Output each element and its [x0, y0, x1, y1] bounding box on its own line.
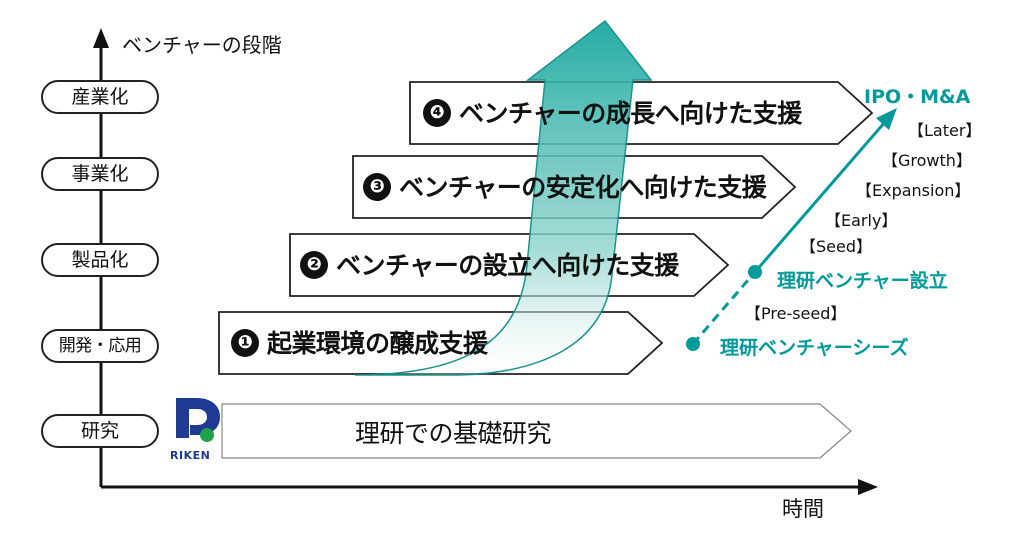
research-bar-shape [221, 403, 852, 459]
x-axis-label: 時間 [782, 497, 824, 521]
stage-research: 研究 [41, 414, 159, 448]
stage-development-application: 開発・応用 [41, 329, 159, 363]
support-bar-4-label: ベンチャーの成長へ向けた支援 [459, 98, 802, 128]
y-axis-label: ベンチャーの段階 [122, 33, 282, 57]
support-bar-2-shape [289, 233, 730, 297]
round-expansion-label: 【Expansion】 [856, 181, 971, 200]
ipo-ma-label: IPO・M&A [864, 86, 971, 108]
support-bar-2: ❷ ベンチャーの設立へ向けた支援 [300, 251, 679, 279]
support-bar-1-number: ❶ [231, 329, 259, 357]
stage-productization: 製品化 [41, 243, 159, 277]
venture-seeds-label: 理研ベンチャーシーズ [720, 337, 909, 359]
round-later-label: 【Later】 [908, 121, 982, 140]
support-bar-2-number: ❷ [300, 251, 328, 279]
support-bar-3: ❸ ベンチャーの安定化へ向けた支援 [363, 172, 767, 202]
support-bar-3-label: ベンチャーの安定化へ向けた支援 [399, 172, 767, 202]
support-bar-2-label: ベンチャーの設立へ向けた支援 [336, 250, 679, 280]
riken-logo: RIKEN [170, 398, 220, 462]
stage-commercialization: 事業化 [41, 157, 159, 191]
riken-logo-text: RIKEN [170, 449, 210, 462]
support-bar-3-number: ❸ [363, 173, 391, 201]
support-bar-1: ❶ 起業環境の醸成支援 [231, 329, 488, 357]
stage-industrialization: 産業化 [41, 80, 159, 114]
growth-arrow [354, 19, 653, 376]
support-bar-4-number: ❹ [423, 99, 451, 127]
round-growth-label: 【Growth】 [882, 151, 972, 170]
support-bar-1-label: 起業環境の醸成支援 [267, 328, 488, 358]
support-bar-4-shape [409, 81, 874, 145]
round-preseed-label: 【Pre-seed】 [745, 304, 847, 323]
venture-established-label: 理研ベンチャー設立 [777, 270, 948, 292]
venture-path [686, 108, 897, 351]
x-axis [101, 479, 878, 495]
research-bar-label: 理研での基礎研究 [355, 419, 552, 448]
support-bar-4: ❹ ベンチャーの成長へ向けた支援 [423, 99, 802, 127]
round-early-label: 【Early】 [825, 211, 898, 230]
round-seed-label: 【Seed】 [800, 237, 873, 256]
